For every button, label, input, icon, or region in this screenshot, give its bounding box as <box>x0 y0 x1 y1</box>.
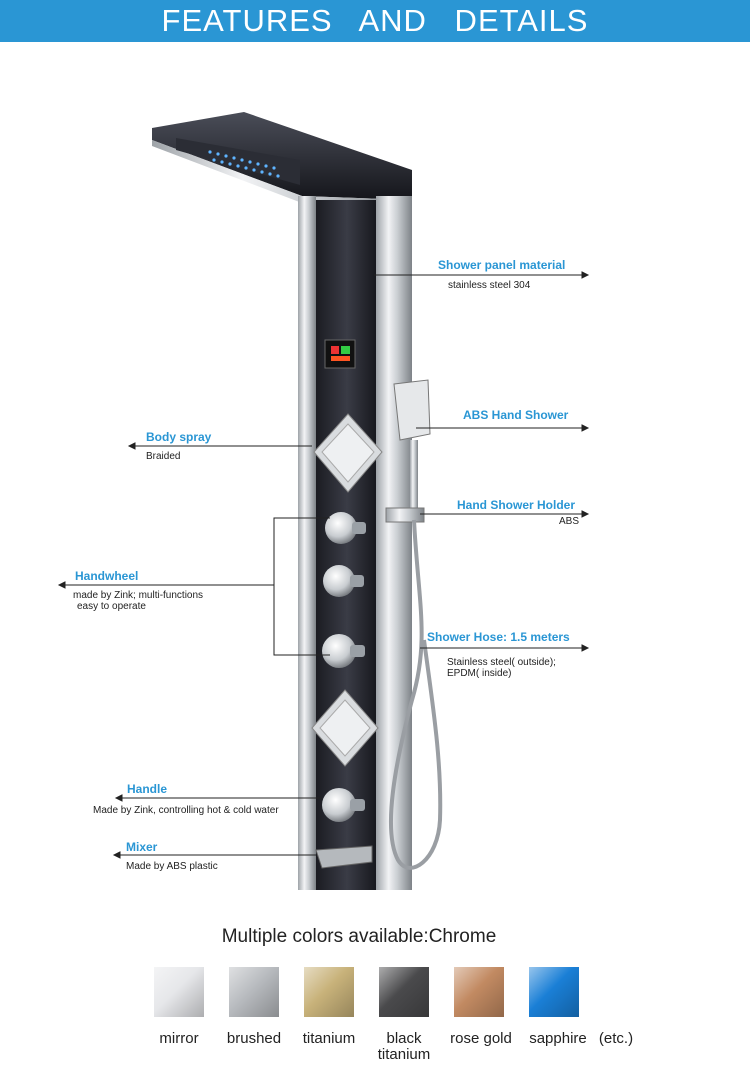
callout-panel-material-title: Shower panel material <box>438 258 566 272</box>
hand-shower <box>393 379 431 520</box>
handle-knob <box>322 788 365 822</box>
swatch-label-sapphire: sapphire <box>529 1030 587 1047</box>
callout-body-spray-title: Body spray <box>146 430 212 444</box>
callout-handle-title: Handle <box>127 782 168 796</box>
body-spray-lower <box>311 689 379 767</box>
shower-hose <box>388 519 443 870</box>
swatch-label-rose-gold: rose gold <box>450 1030 512 1047</box>
callout-mixer-detail: Made by ABS plastic <box>126 861 218 872</box>
handwheel-knob-2 <box>323 565 364 597</box>
banner-title: FEATURES AND DETAILS <box>161 3 589 38</box>
swatch-brushed <box>229 967 279 1017</box>
swatch-label-black-titanium-line-1: black <box>386 1030 422 1047</box>
swatch-mirror <box>154 967 204 1017</box>
callout-handwheel-title: Handwheel <box>75 569 139 583</box>
panel-left-frame <box>298 196 316 890</box>
callout-handwheel-detail-2: easy to operate <box>77 601 146 612</box>
swatch-sapphire <box>529 967 579 1017</box>
panel-glass <box>316 200 378 890</box>
callout-handwheel-detail-1: made by Zink; multi-functions <box>73 590 204 601</box>
callout-handle-detail: Made by Zink, controlling hot & cold wat… <box>93 805 279 816</box>
handwheel-knob-3 <box>322 634 365 668</box>
header-banner: FEATURES AND DETAILS <box>0 0 750 42</box>
temperature-display <box>324 339 356 369</box>
rain-shower-head <box>152 112 412 206</box>
swatch-titanium <box>304 967 354 1017</box>
swatch-black-titanium <box>379 967 429 1017</box>
mixer-spout <box>315 845 373 869</box>
swatch-label-black-titanium-line-2: titanium <box>377 1046 431 1063</box>
swatch-label-etc: (etc.) <box>598 1030 634 1047</box>
hand-shower-holder <box>385 507 425 523</box>
callout-hose-detail-1: Stainless steel( outside); <box>447 657 556 668</box>
callout-body-spray-detail: Braided <box>146 451 181 462</box>
swatch-label-mirror: mirror <box>159 1030 199 1047</box>
handwheel-knob-1 <box>325 512 366 544</box>
swatch-label-brushed: brushed <box>226 1030 282 1047</box>
callout-panel-material-detail: stainless steel 304 <box>448 280 531 291</box>
callout-holder-title: Hand Shower Holder <box>457 498 576 512</box>
callout-holder-detail: ABS <box>559 516 580 527</box>
swatch-label-black-titanium: black titanium <box>362 1031 446 1063</box>
body-spray-upper <box>313 413 383 493</box>
swatch-rose-gold <box>454 967 504 1017</box>
callout-hose-detail-2: EPDM( inside) <box>447 668 512 679</box>
callout-mixer-title: Mixer <box>126 840 158 854</box>
callout-hose-title: Shower Hose: 1.5 meters <box>427 630 570 644</box>
swatch-label-titanium: titanium <box>302 1030 356 1047</box>
callout-hand-shower-title: ABS Hand Shower <box>463 408 569 422</box>
colors-title: Multiple colors available:Chrome <box>221 926 497 947</box>
